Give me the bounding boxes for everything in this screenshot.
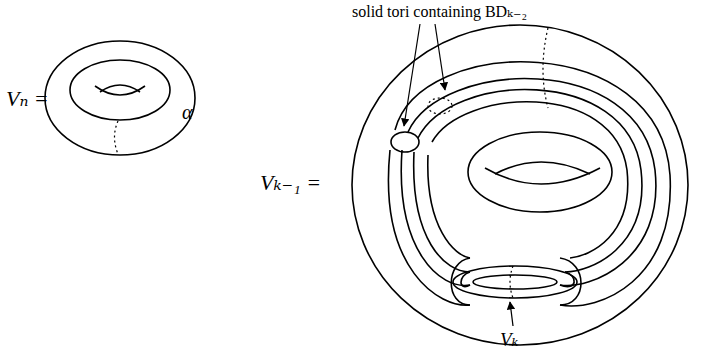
torus-hole	[100, 85, 140, 92]
torus-outline	[45, 41, 195, 155]
meridian-disk	[115, 121, 119, 154]
torus-outline	[352, 25, 688, 345]
strand	[408, 79, 656, 286]
meridian-disk	[428, 98, 452, 114]
space-label: Vₙ =	[6, 88, 49, 110]
torus-hole	[495, 162, 590, 174]
callout-text: solid tori containing BDₖ₋₂	[352, 4, 527, 20]
solid-torus-vk	[473, 275, 557, 289]
curve-label: α	[182, 102, 193, 122]
space-label: Vₖ₋₁ =	[260, 172, 321, 194]
meridian-disk	[543, 28, 548, 108]
leader-line	[404, 24, 420, 126]
leader-line	[435, 24, 445, 90]
torus-hole	[95, 86, 145, 95]
leader-line	[510, 302, 513, 326]
space-label: Vₖ	[500, 330, 519, 349]
clasp	[560, 258, 581, 305]
torus-core	[70, 60, 170, 120]
strand	[414, 152, 470, 272]
strand	[428, 155, 470, 258]
clasp	[451, 258, 470, 305]
strand	[388, 150, 470, 305]
strand	[401, 150, 470, 285]
solid-torus-vk	[453, 266, 577, 298]
clasp	[560, 272, 574, 287]
clasp	[391, 132, 419, 152]
strand	[418, 90, 642, 272]
meridian-disk	[510, 266, 513, 298]
strand	[432, 102, 628, 258]
torus-core	[468, 132, 612, 212]
strand	[395, 62, 670, 306]
